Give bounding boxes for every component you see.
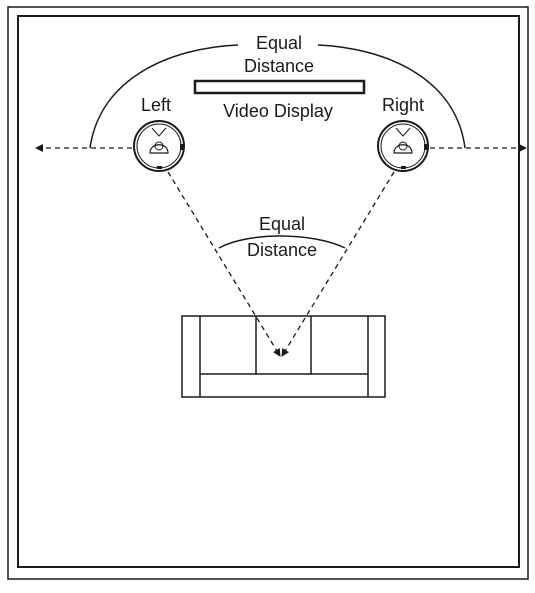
listener-distance-arc: [218, 235, 346, 249]
right-speaker: [377, 120, 429, 172]
speaker-icon: [133, 120, 185, 172]
listener-distance-label-line2: Distance: [247, 240, 317, 260]
listener-distance-label-line1: Equal: [259, 214, 305, 234]
top-distance-label-line2: Distance: [244, 56, 314, 76]
left-speaker-label: Left: [141, 95, 171, 115]
outer-frame: [7, 6, 529, 580]
right-speaker-label: Right: [382, 95, 424, 115]
top-distance-label-line1: Equal: [256, 33, 302, 53]
sofa-icon: [181, 315, 386, 398]
video-display-icon: [193, 79, 366, 95]
right-speaker-to-listener-line: [281, 171, 395, 357]
top-distance-arc-right: [317, 44, 466, 149]
speaker-icon: [377, 120, 429, 172]
left-speaker: [133, 120, 185, 172]
left-speaker-to-listener-line: [167, 171, 281, 357]
room-walls: [17, 15, 520, 568]
video-display-label: Video Display: [223, 101, 333, 121]
top-distance-arc-left: [89, 44, 239, 149]
